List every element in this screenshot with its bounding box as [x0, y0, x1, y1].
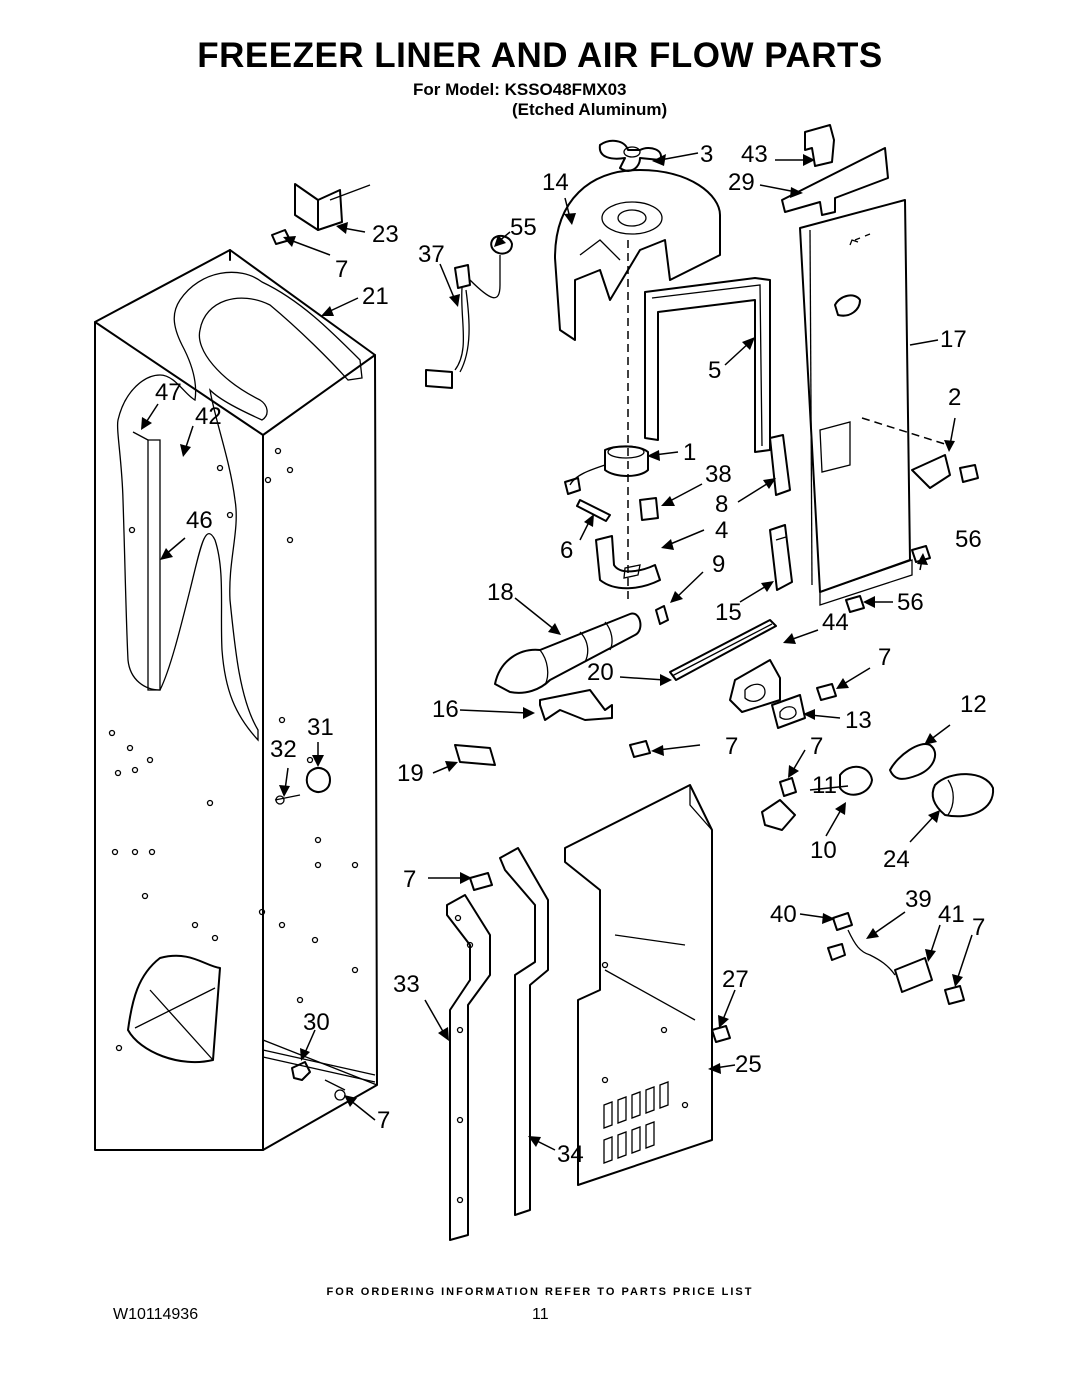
callout-12: 12	[960, 691, 987, 718]
callout-41: 41	[938, 901, 965, 928]
callout-11: 11	[812, 772, 837, 799]
fan-assembly-drawing	[494, 139, 771, 694]
callout-5: 5	[708, 357, 721, 384]
callout-24: 24	[883, 846, 910, 873]
callout-56-b: 56	[897, 589, 924, 616]
callout-13: 13	[845, 707, 872, 734]
callout-2: 2	[948, 384, 961, 411]
callout-4: 4	[715, 517, 728, 544]
callout-40: 40	[770, 901, 797, 928]
document-number: W10114936	[113, 1306, 199, 1323]
callout-7-f: 7	[972, 914, 985, 941]
callout-42: 42	[195, 403, 222, 430]
callout-10: 10	[810, 837, 837, 864]
callout-30: 30	[303, 1009, 330, 1036]
callout-7-d: 7	[810, 733, 823, 760]
callout-8: 8	[715, 491, 728, 518]
upper-left-small-parts	[271, 183, 513, 389]
rear-panel-drawing	[769, 124, 979, 613]
mid-right-parts-drawing	[454, 619, 995, 831]
callout-20: 20	[587, 659, 614, 686]
callout-14: 14	[542, 169, 569, 196]
callout-23: 23	[372, 221, 399, 248]
callout-18: 18	[487, 579, 514, 606]
freezer-liner-drawing	[94, 249, 378, 1151]
callout-17: 17	[940, 326, 967, 353]
callout-29: 29	[728, 169, 755, 196]
callout-6: 6	[560, 537, 573, 564]
callout-7-g: 7	[377, 1107, 390, 1134]
callout-21: 21	[362, 283, 389, 310]
callout-3: 3	[700, 141, 713, 168]
callout-numbers: 3 43 14 29 23 55 37 7 21 17 5 47 42 2 1 …	[155, 141, 987, 1168]
model-line: For Model: KSSO48FMX03	[413, 80, 627, 99]
page-title: FREEZER LINER AND AIR FLOW PARTS	[197, 36, 883, 75]
callout-33: 33	[393, 971, 420, 998]
callout-56-a: 56	[955, 526, 982, 553]
callout-39: 39	[905, 886, 932, 913]
callout-44: 44	[822, 609, 849, 636]
callout-1: 1	[683, 439, 696, 466]
callout-55: 55	[510, 214, 537, 241]
callout-34: 34	[557, 1141, 584, 1168]
callout-31: 31	[307, 714, 334, 741]
callout-9: 9	[712, 551, 725, 578]
finish-line: (Etched Aluminum)	[512, 100, 668, 119]
callout-38: 38	[705, 461, 732, 488]
leader-lines	[141, 152, 973, 1151]
callout-27: 27	[722, 966, 749, 993]
callout-47: 47	[155, 379, 182, 406]
page-number: 11	[532, 1306, 549, 1323]
callout-15: 15	[715, 599, 742, 626]
callout-7-e: 7	[403, 866, 416, 893]
bottom-parts-drawing	[446, 784, 965, 1241]
callout-37: 37	[418, 241, 445, 268]
callout-32: 32	[270, 736, 297, 763]
ordering-info-note: FOR ORDERING INFORMATION REFER TO PARTS …	[326, 1286, 754, 1298]
callout-7-c: 7	[725, 733, 738, 760]
callout-7-b: 7	[878, 644, 891, 671]
callout-7-a: 7	[335, 256, 348, 283]
callout-25: 25	[735, 1051, 762, 1078]
callout-19: 19	[397, 760, 424, 787]
callout-43: 43	[741, 141, 768, 168]
callout-16: 16	[432, 696, 459, 723]
callout-46: 46	[186, 507, 213, 534]
